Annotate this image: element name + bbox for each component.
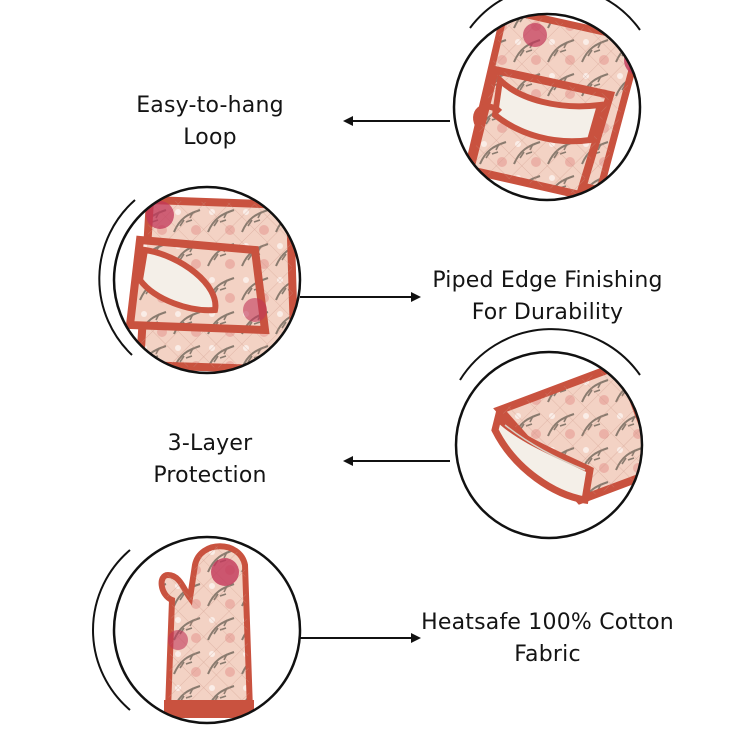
feature-1-arrow	[343, 116, 450, 126]
feature-3-line2: Protection	[153, 463, 267, 488]
feature-2-arrow	[300, 292, 421, 302]
feature-1-line1: Easy-to-hang	[136, 93, 284, 118]
feature-4-label: Heatsafe 100% Cotton Fabric	[405, 607, 690, 671]
feature-4-line1: Heatsafe 100% Cotton	[421, 610, 674, 635]
feature-4-line2: Fabric	[514, 642, 581, 667]
feature-3-line1: 3-Layer	[167, 431, 253, 456]
feature-3-arrow	[343, 456, 450, 466]
feature-2-line1: Piped Edge Finishing	[432, 268, 663, 293]
feature-1-label: Easy-to-hang Loop	[90, 90, 330, 154]
oven-mitt-full-icon	[114, 537, 300, 723]
oven-mitt-loop-closeup-icon	[454, 14, 640, 200]
feature-4-arrow	[300, 633, 421, 643]
oven-mitt-edge-closeup-icon	[114, 187, 300, 373]
feature-4-image	[92, 535, 302, 725]
feature-3-label: 3-Layer Protection	[100, 428, 320, 492]
feature-3-image	[454, 328, 644, 540]
feature-1-line2: Loop	[183, 125, 237, 150]
feature-1-image	[452, 0, 642, 202]
oven-mitt-layers-closeup-icon	[456, 352, 642, 538]
feature-2-line2: For Durability	[471, 300, 624, 325]
feature-2-image	[98, 185, 302, 375]
feature-2-label: Piped Edge Finishing For Durability	[405, 265, 690, 329]
